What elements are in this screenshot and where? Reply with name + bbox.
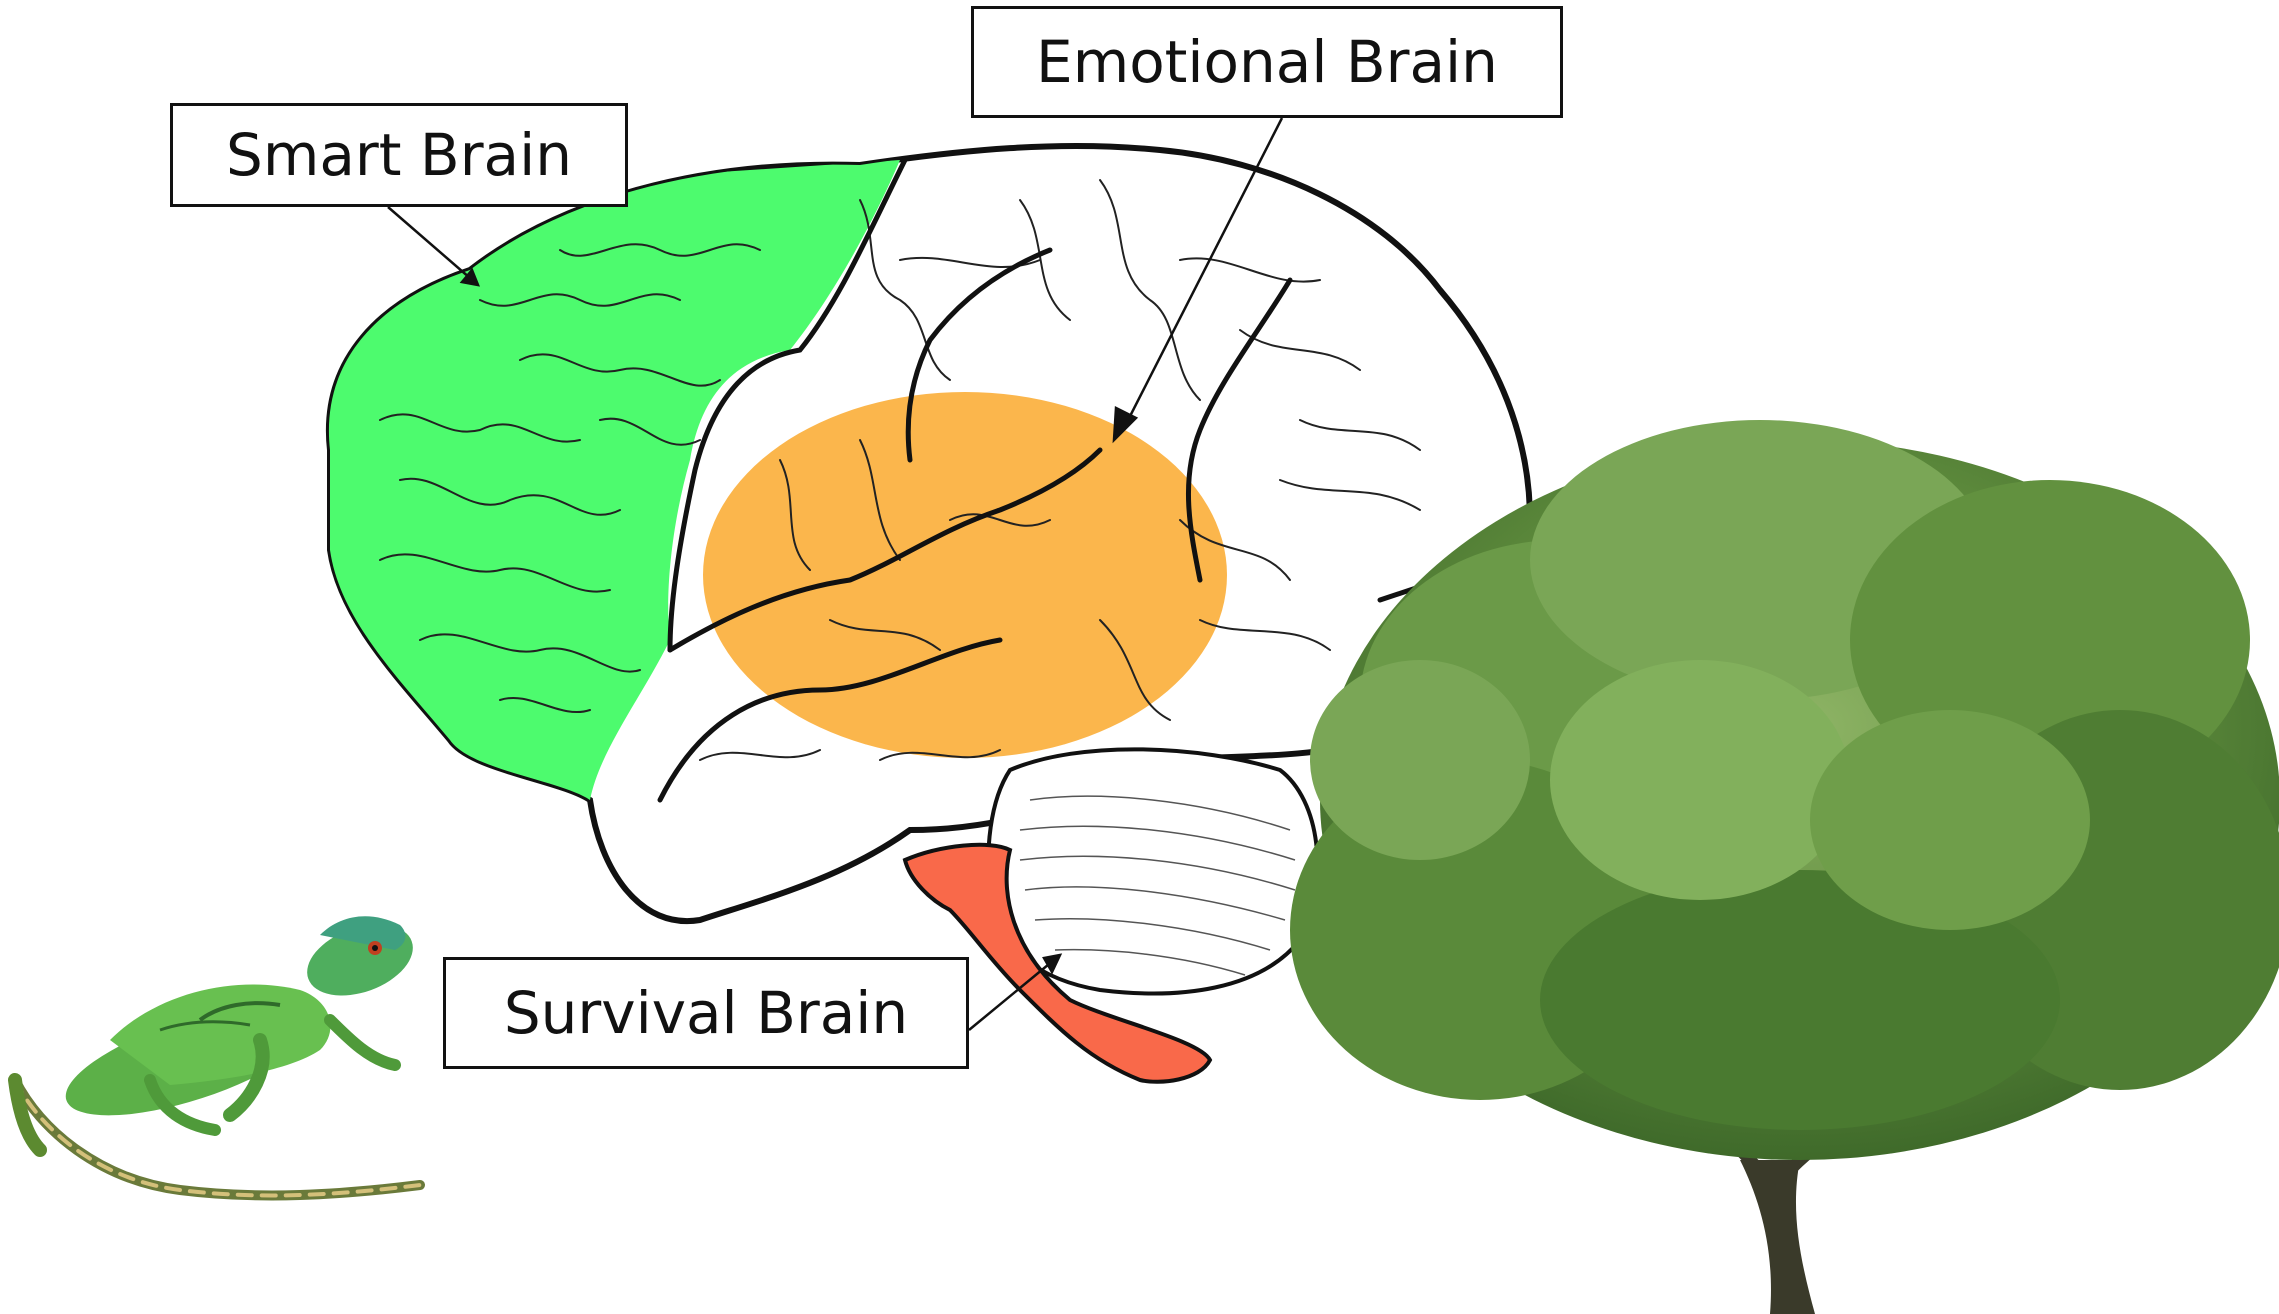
cerebellum-outline (988, 749, 1317, 993)
smart-brain-label: Smart Brain (170, 103, 628, 207)
emotional-brain-label: Emotional Brain (971, 6, 1563, 118)
lizard-icon (15, 911, 423, 1195)
survival-brain-label: Survival Brain (443, 957, 969, 1069)
